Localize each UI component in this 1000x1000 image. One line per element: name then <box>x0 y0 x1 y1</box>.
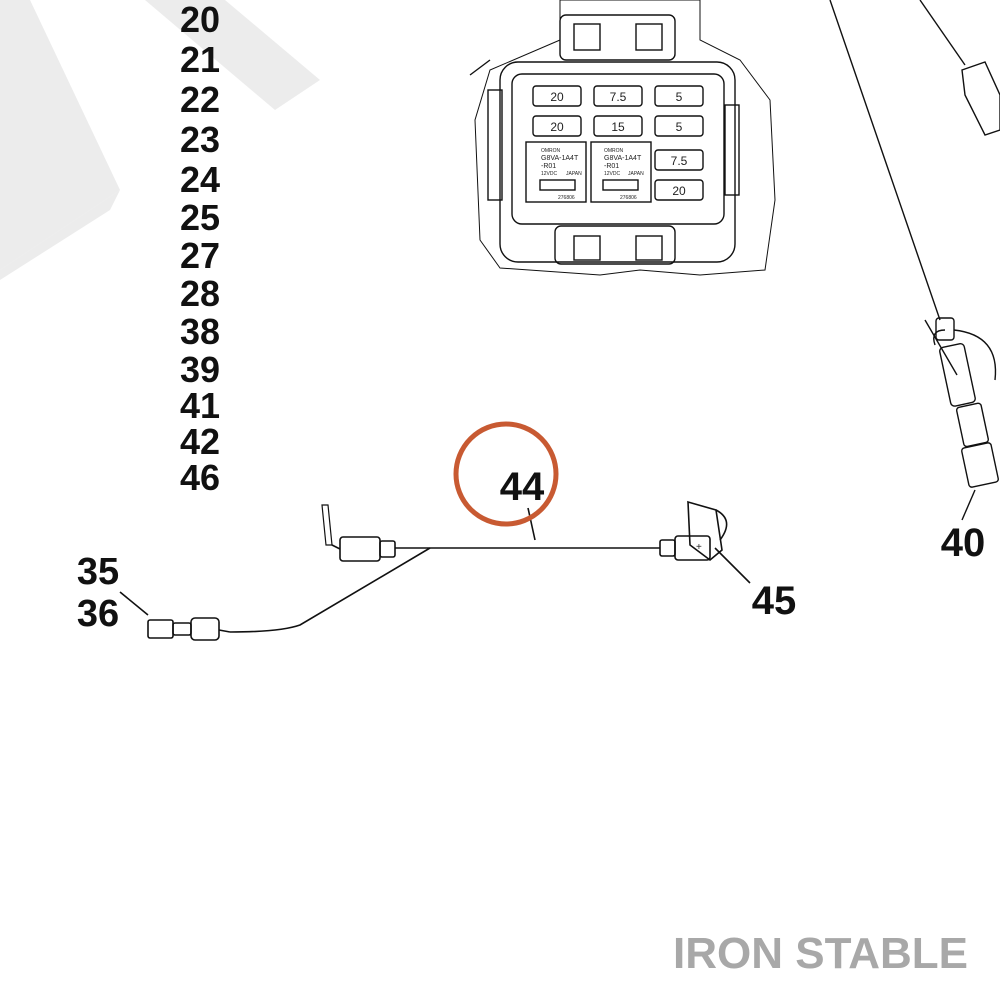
fuse-label: 15 <box>611 120 625 134</box>
callout-35: 35 <box>77 551 119 593</box>
parts-list-item: 39 <box>180 349 220 390</box>
callout-40: 40 <box>941 521 986 565</box>
parts-list-item: 21 <box>180 39 220 80</box>
relay-origin: JAPAN <box>628 171 644 177</box>
fuse-label: 20 <box>550 120 564 134</box>
parts-list-item: 27 <box>180 235 220 276</box>
relay-2-text: OMRON G8VA-1A4T -R01 12VDC JAPAN 276806 <box>604 148 644 201</box>
parts-list-item: 28 <box>180 273 220 314</box>
right-harness <box>829 0 1000 521</box>
relay-model-suffix: -R01 <box>604 163 619 170</box>
relay-brand: OMRON <box>604 148 624 154</box>
fuse-labels: 20 7.5 5 20 15 5 7.5 20 <box>550 90 687 198</box>
parts-list: 20 21 22 23 24 25 27 28 38 39 41 42 46 <box>180 0 220 498</box>
callout-44: 44 <box>500 465 545 509</box>
parts-list-item: 20 <box>180 0 220 40</box>
highlight-circle <box>453 421 559 527</box>
fuse-label: 20 <box>550 90 564 104</box>
relay-model-suffix: -R01 <box>541 163 556 170</box>
parts-list-item: 46 <box>180 457 220 498</box>
fuse-label: 7.5 <box>610 90 627 104</box>
parts-list-item: 41 <box>180 385 220 426</box>
relay-voltage: 12VDC <box>604 171 621 177</box>
parts-list-item: 38 <box>180 311 220 352</box>
background-logo-shape <box>0 0 320 280</box>
relay-model: G8VA-1A4T <box>604 155 642 162</box>
fuse-box <box>469 0 776 276</box>
fuse-label: 5 <box>676 120 683 134</box>
polarity-mark: + <box>696 542 702 553</box>
fuse-label: 7.5 <box>671 154 688 168</box>
fuse-label: 5 <box>676 90 683 104</box>
parts-list-item: 24 <box>180 159 220 200</box>
relay-origin: JAPAN <box>566 171 582 177</box>
relay-code: 276806 <box>620 195 637 201</box>
parts-list-item: 42 <box>180 421 220 462</box>
callout-36: 36 <box>77 593 119 635</box>
harness-44 <box>119 500 751 641</box>
parts-list-item: 23 <box>180 119 220 160</box>
parts-list-item: 25 <box>180 197 220 238</box>
relay-model: G8VA-1A4T <box>541 155 579 162</box>
relay-code: 276806 <box>558 195 575 201</box>
relay-brand: OMRON <box>541 148 561 154</box>
relay-1-text: OMRON G8VA-1A4T -R01 12VDC JAPAN 276806 <box>541 148 582 201</box>
watermark: IRON STABLE <box>673 929 968 978</box>
parts-list-item: 22 <box>180 79 220 120</box>
relay-voltage: 12VDC <box>541 171 558 177</box>
callout-45: 45 <box>752 579 797 623</box>
fuse-label: 20 <box>672 184 686 198</box>
